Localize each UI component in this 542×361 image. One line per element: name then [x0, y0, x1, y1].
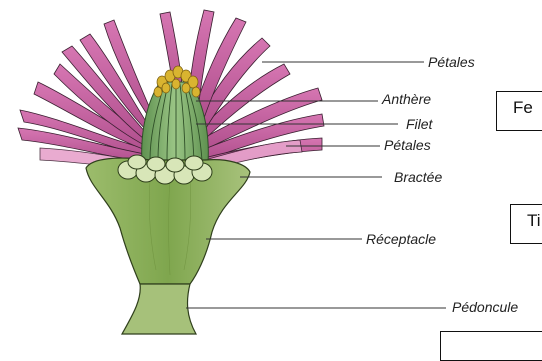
label-petales-mid: Pétales [384, 137, 431, 153]
label-anthere: Anthère [381, 91, 431, 107]
label-receptacle: Réceptacle [366, 231, 436, 247]
answer-box-1[interactable]: Fe [496, 91, 542, 131]
petals-left [18, 20, 155, 163]
answer-box-2[interactable]: Ti [510, 204, 542, 244]
label-pedoncule: Pédoncule [452, 299, 518, 315]
label-filet: Filet [406, 116, 434, 132]
label-petales-top: Pétales [428, 54, 475, 70]
label-bractee: Bractée [394, 169, 442, 185]
flower-diagram: Pétales Anthère Filet Pétales Bractée Ré… [0, 0, 542, 340]
peduncle [122, 284, 196, 334]
answer-box-3[interactable] [440, 331, 542, 361]
